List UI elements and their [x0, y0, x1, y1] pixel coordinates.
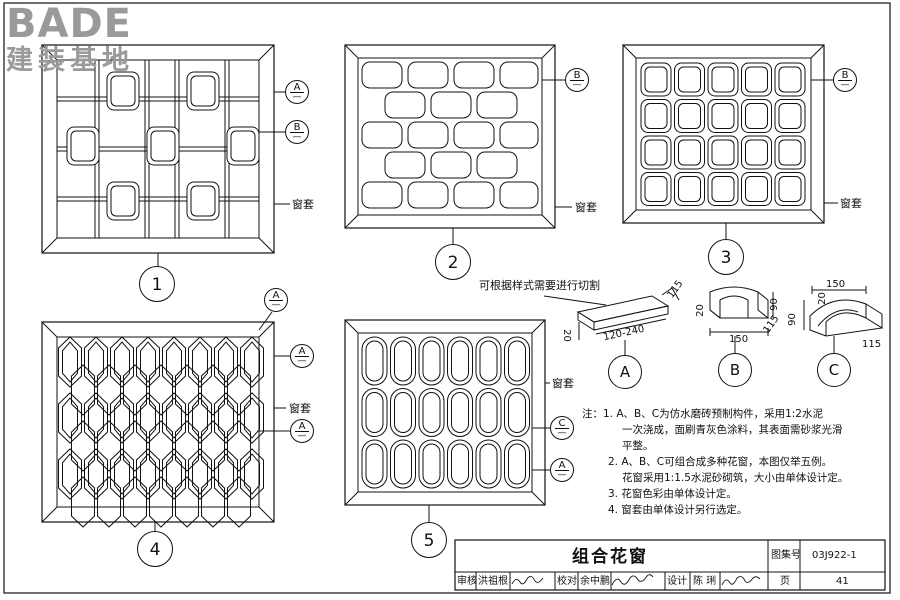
note-line: 花窗采用1:1.5水泥砂砌筑，大小由单体设计定。 — [622, 472, 849, 484]
note-line: 窗套由单体设计另行选定。 — [621, 504, 748, 516]
cut-note: 可根据样式需要进行切割 — [479, 279, 600, 292]
window-3 — [622, 44, 838, 239]
review-label: 审核 — [457, 576, 477, 587]
atlas-label: 图集号 — [771, 550, 801, 561]
note-line: 平整。 — [622, 440, 654, 452]
dim-b-height: 90 — [768, 298, 780, 311]
window-frame-label-5: 窗套 — [552, 377, 574, 390]
note-line: 花窗色彩由单体设计定。 — [621, 488, 737, 500]
note-item-3: 3. 花窗色彩由单体设计定。 — [582, 486, 882, 502]
dim-c-width: 150 — [826, 279, 846, 290]
note-number: 3. — [608, 488, 619, 500]
component-label-c: C — [817, 353, 851, 387]
figure-number-3: 3 — [708, 239, 744, 275]
brand-logo: BADE — [6, 1, 132, 47]
page-label: 页 — [780, 576, 790, 587]
component-label-a: A — [608, 355, 642, 389]
reviewer-name: 洪祖根 — [478, 576, 508, 587]
window-frame-label-2: 窗套 — [575, 201, 597, 214]
section-mark-b: B— — [833, 68, 857, 92]
dim-c-depth: 115 — [862, 339, 882, 350]
section-mark-a: A— — [290, 419, 314, 443]
dim-a-thickness: 20 — [560, 329, 572, 342]
figure-number-1: 1 — [139, 266, 175, 302]
notes-prefix: 注： — [582, 408, 603, 420]
figure-number-4: 4 — [137, 531, 173, 567]
note-line: 一次浇成，面刷青灰色涂料，其表面需砂浆光滑 — [622, 424, 843, 436]
window-frame-label-3: 窗套 — [840, 197, 862, 210]
dim-b-width: 150 — [729, 334, 749, 345]
figure-number-2: 2 — [435, 244, 471, 280]
dim-c-height: 90 — [786, 313, 798, 326]
title-block-lines — [454, 539, 886, 591]
dim-b-top: 20 — [694, 304, 706, 317]
note-line: A、B、C为仿水磨砖预制构件，采用1:2水泥 — [616, 408, 823, 420]
note-item-1: 注：1. A、B、C为仿水磨砖预制构件，采用1:2水泥 — [582, 406, 882, 422]
note-number: 4. — [608, 504, 619, 516]
component-b-drawing — [709, 286, 774, 353]
design-label: 设计 — [667, 576, 687, 587]
note-number: 1. — [603, 408, 614, 420]
note-item-4: 4. 窗套由单体设计另行选定。 — [582, 502, 882, 518]
section-mark-b: B— — [565, 68, 589, 92]
notes-section: 注：1. A、B、C为仿水磨砖预制构件，采用1:2水泥 一次浇成，面刷青灰色涂料… — [582, 406, 882, 518]
window-2 — [344, 44, 572, 244]
section-mark-a: A— — [264, 288, 288, 312]
window-4 — [41, 311, 290, 531]
atlas-number: 03J922-1 — [812, 550, 857, 561]
designer-name: 陈 琍 — [693, 576, 717, 587]
window-1 — [41, 44, 290, 266]
component-label-b: B — [718, 353, 752, 387]
dim-c-top: 20 — [816, 292, 828, 305]
check-label: 校对 — [557, 576, 577, 587]
section-mark-b: B— — [285, 120, 309, 144]
section-mark-a: A— — [290, 344, 314, 368]
note-item-2: 2. A、B、C可组合成多种花窗，本图仅举五例。 — [582, 454, 882, 470]
figure-number-5: 5 — [411, 522, 447, 558]
window-frame-label-4: 窗套 — [289, 402, 311, 415]
brand-logo-subtitle: 建装基地 — [6, 45, 134, 76]
component-c-drawing — [803, 286, 884, 353]
window-5 — [344, 319, 550, 522]
note-number: 2. — [608, 456, 619, 468]
section-mark-c: C— — [550, 416, 574, 440]
window-frame-label-1: 窗套 — [292, 198, 314, 211]
note-line: A、B、C可组合成多种花窗，本图仅举五例。 — [621, 456, 833, 468]
component-a-drawing — [543, 287, 680, 355]
checker-name: 余中鹏 — [580, 576, 610, 587]
drawing-title: 组合花窗 — [572, 547, 648, 567]
page-number: 41 — [836, 576, 849, 587]
section-mark-a: A— — [285, 80, 309, 104]
sheet-border — [3, 2, 891, 594]
section-mark-a: A— — [550, 458, 574, 482]
